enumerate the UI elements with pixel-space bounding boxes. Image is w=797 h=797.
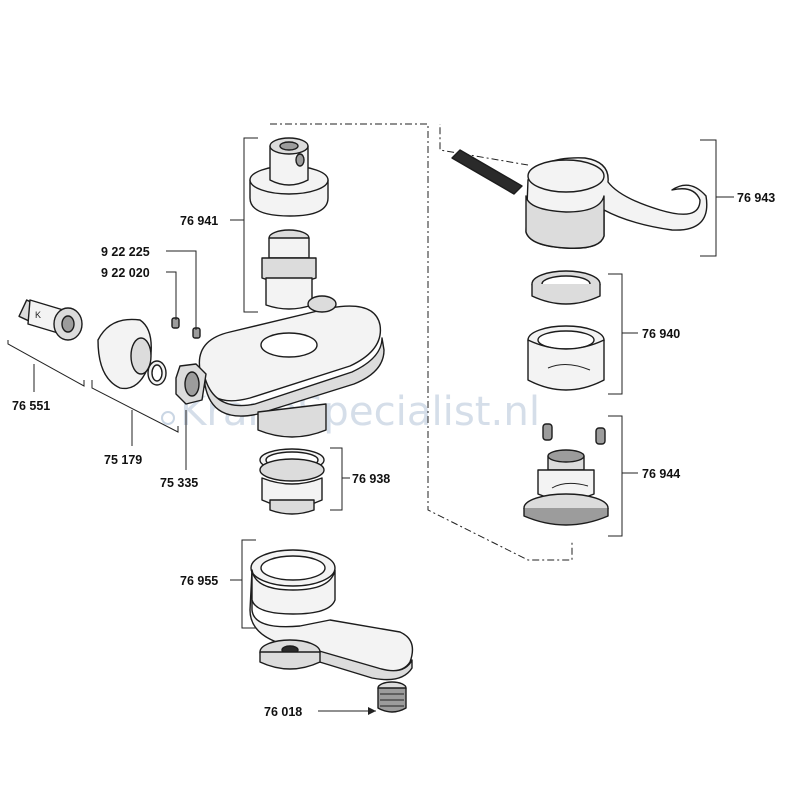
part-screws-922225-922020	[171, 317, 201, 339]
watermark-registered-icon	[161, 411, 175, 425]
part-cartridge-76944	[523, 449, 609, 526]
part-lever-76943	[451, 149, 708, 249]
part-mixer-body	[175, 295, 385, 438]
part-oring-75335	[147, 360, 167, 386]
leader-lines	[7, 137, 734, 715]
svg-text:K: K	[35, 310, 41, 320]
part-collar-76940	[527, 325, 605, 391]
part-screws-76944	[542, 423, 606, 445]
part-cap-76941	[249, 137, 329, 217]
label-75335: 75 335	[160, 476, 198, 490]
part-cartridge-76941	[261, 229, 317, 310]
part-labels: 76 941 9 22 225 9 22 020 76 551 75 179 7…	[12, 191, 775, 719]
label-76018: 76 018	[264, 705, 302, 719]
part-connector-76551: K	[18, 299, 83, 341]
label-76944: 76 944	[642, 467, 680, 481]
assembly-guide-lines	[270, 123, 573, 561]
label-76938: 76 938	[352, 472, 390, 486]
label-76955: 76 955	[180, 574, 218, 588]
part-aerator-76018	[377, 681, 407, 713]
label-76943: 76 943	[737, 191, 775, 205]
part-nut-76940	[531, 270, 601, 305]
label-75179: 75 179	[104, 453, 142, 467]
part-ring-76955	[259, 639, 321, 670]
label-922225: 9 22 225	[101, 245, 150, 259]
label-76551: 76 551	[12, 399, 50, 413]
label-76940: 76 940	[642, 327, 680, 341]
label-76941: 76 941	[180, 214, 218, 228]
part-nut-76938	[259, 448, 325, 515]
part-cover-cap-75179	[97, 318, 152, 390]
label-922020: 9 22 020	[101, 266, 150, 280]
